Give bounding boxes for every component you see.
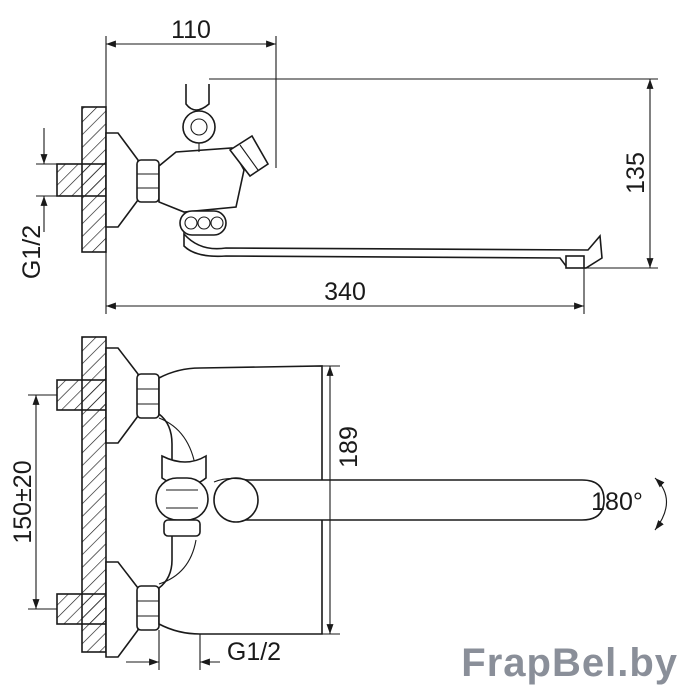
front-escutcheon-upper [105, 347, 139, 444]
top-diverter [179, 210, 227, 236]
dim-top-width: 110 [171, 16, 211, 44]
dim-rotation: 180° [591, 488, 643, 516]
top-pipe [56, 163, 108, 197]
dim-front-height: 189 [335, 426, 363, 468]
front-pipe-upper [56, 379, 108, 411]
front-escutcheon-lower [105, 561, 139, 658]
top-shower-holder [185, 84, 210, 111]
front-nut-upper [136, 373, 160, 419]
top-nut [136, 159, 160, 203]
dim-top-length: 340 [324, 278, 366, 306]
top-holder-ring [182, 110, 216, 144]
top-aerator [565, 255, 585, 269]
dim-top-height: 135 [622, 152, 650, 194]
front-spout-connector [213, 477, 259, 523]
dim-front-spacing: 150±20 [9, 460, 37, 543]
watermark-logo: FrapBel.by [461, 641, 678, 685]
dim-front-thread: G1/2 [227, 638, 281, 666]
front-holder-ring [155, 477, 209, 521]
top-spout [183, 231, 603, 269]
front-spout [235, 479, 605, 521]
rotation-arrow [654, 477, 668, 531]
front-view: 189 150±20 G1/2 180° [9, 336, 668, 670]
top-lever [228, 134, 270, 178]
top-body [158, 147, 245, 213]
front-pipe-lower [56, 593, 108, 625]
top-escutcheon [105, 132, 139, 228]
dim-top-thread: G1/2 [18, 225, 46, 279]
front-nut-lower [136, 585, 160, 631]
top-view: 110 135 G1/2 340 [18, 16, 658, 314]
